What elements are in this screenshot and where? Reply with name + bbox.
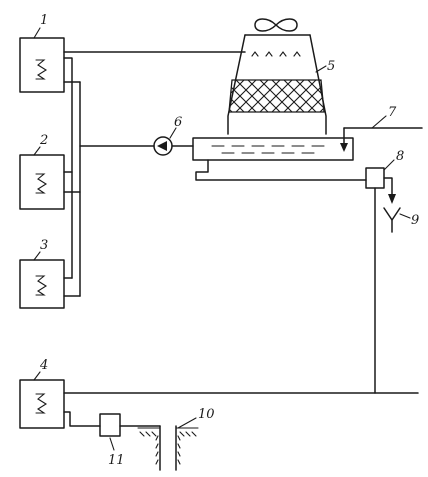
label-3: 3 (40, 238, 48, 253)
label-9: 9 (411, 213, 419, 228)
discharge-9 (383, 207, 401, 233)
label-10: 10 (198, 407, 215, 422)
leader-lines (33, 27, 411, 451)
label-1: 1 (40, 13, 48, 28)
heat-exchanger-2 (19, 154, 81, 210)
makeup-water-line-7 (340, 127, 423, 152)
unit-11 (99, 413, 161, 437)
label-6: 6 (174, 115, 182, 130)
pump-icon (157, 141, 167, 151)
treatment-unit-8 (365, 167, 419, 394)
label-7: 7 (388, 105, 397, 120)
label-4: 4 (39, 358, 48, 373)
sump-10 (137, 425, 199, 471)
heat-exchanger-4 (19, 379, 376, 429)
label-8: 8 (396, 149, 404, 164)
fan-icon (254, 18, 298, 32)
label-5: 5 (327, 59, 335, 74)
tower-fill-packing (228, 79, 325, 113)
spray-nozzles (251, 51, 301, 57)
label-2: 2 (39, 133, 48, 148)
cooling-tower-5 (227, 18, 327, 135)
heat-exchanger-1 (19, 37, 246, 279)
heat-exchanger-3 (19, 259, 81, 309)
pump-6 (153, 136, 194, 156)
cold-water-basin (192, 137, 367, 181)
label-11: 11 (108, 453, 125, 468)
